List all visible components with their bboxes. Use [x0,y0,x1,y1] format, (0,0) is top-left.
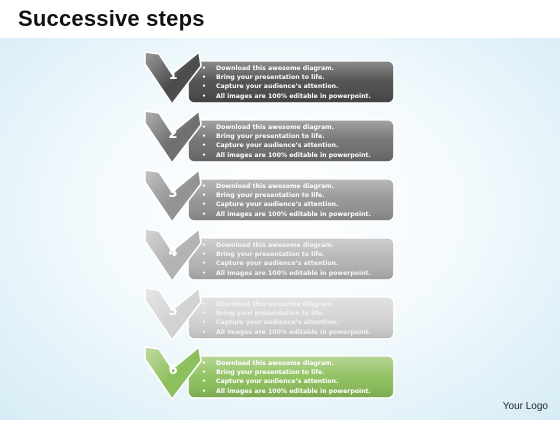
step-1-number: 1 [168,68,178,83]
step-3-bullet-item: All images are 100% editable in powerpoi… [202,210,371,219]
step-5-bullet-item: All images are 100% editable in powerpoi… [202,328,371,337]
step-2-bullet-item: Bring your presentation to life. [202,132,371,141]
step-4-bullet-item: Bring your presentation to life. [202,250,371,259]
step-2-chevron-shine [145,111,201,163]
step-1-bullet-item: Capture your audience’s attention. [202,82,371,91]
step-6-bullet-item: Download this awesome diagram. [202,359,371,368]
step-2-bullet-item: Download this awesome diagram. [202,123,371,132]
step-4-chevron-shine [145,229,201,281]
step-4-bullet-item: All images are 100% editable in powerpoi… [202,269,371,278]
step-3-bullet-item: Download this awesome diagram. [202,182,371,191]
step-5-number: 5 [168,304,178,319]
step-2-bullet-item: All images are 100% editable in powerpoi… [202,151,371,160]
step-1-bullet-item: Download this awesome diagram. [202,64,371,73]
step-6-bullet-item: Bring your presentation to life. [202,368,371,377]
step-3-bullet-item: Bring your presentation to life. [202,191,371,200]
step-4-number: 4 [168,245,178,260]
step-4-bullets: Download this awesome diagram.Bring your… [202,241,371,278]
step-5-bullet-item: Download this awesome diagram. [202,300,371,309]
step-6-chevron-shine [145,347,201,399]
step-2-bullet-item: Capture your audience’s attention. [202,141,371,150]
step-6-bullet-item: All images are 100% editable in powerpoi… [202,387,371,396]
step-5-chevron-shine [145,288,201,340]
your-logo-text: Your Logo [502,401,548,412]
step-6-bullet-item: Capture your audience’s attention. [202,377,371,386]
step-1-bullet-item: Bring your presentation to life. [202,73,371,82]
step-6-bullets: Download this awesome diagram.Bring your… [202,359,371,396]
step-3-bullet-item: Capture your audience’s attention. [202,200,371,209]
step-1-bullet-item: All images are 100% editable in powerpoi… [202,92,371,101]
steps-layer [144,51,395,400]
step-5-bullet-item: Bring your presentation to life. [202,309,371,318]
step-1-bullets: Download this awesome diagram.Bring your… [202,64,371,101]
step-2-number: 2 [168,127,178,142]
slide-title: Successive steps [18,6,205,31]
step-3-number: 3 [168,186,178,201]
step-3-bullets: Download this awesome diagram.Bring your… [202,182,371,219]
step-6-number: 6 [168,363,178,378]
step-3-chevron-shine [145,170,201,222]
step-5-bullets: Download this awesome diagram.Bring your… [202,300,371,337]
step-4-bullet-item: Capture your audience’s attention. [202,259,371,268]
step-5-bullet-item: Capture your audience’s attention. [202,318,371,327]
step-4-bullet-item: Download this awesome diagram. [202,241,371,250]
step-2-bullets: Download this awesome diagram.Bring your… [202,123,371,160]
step-1-chevron-shine [145,52,201,104]
